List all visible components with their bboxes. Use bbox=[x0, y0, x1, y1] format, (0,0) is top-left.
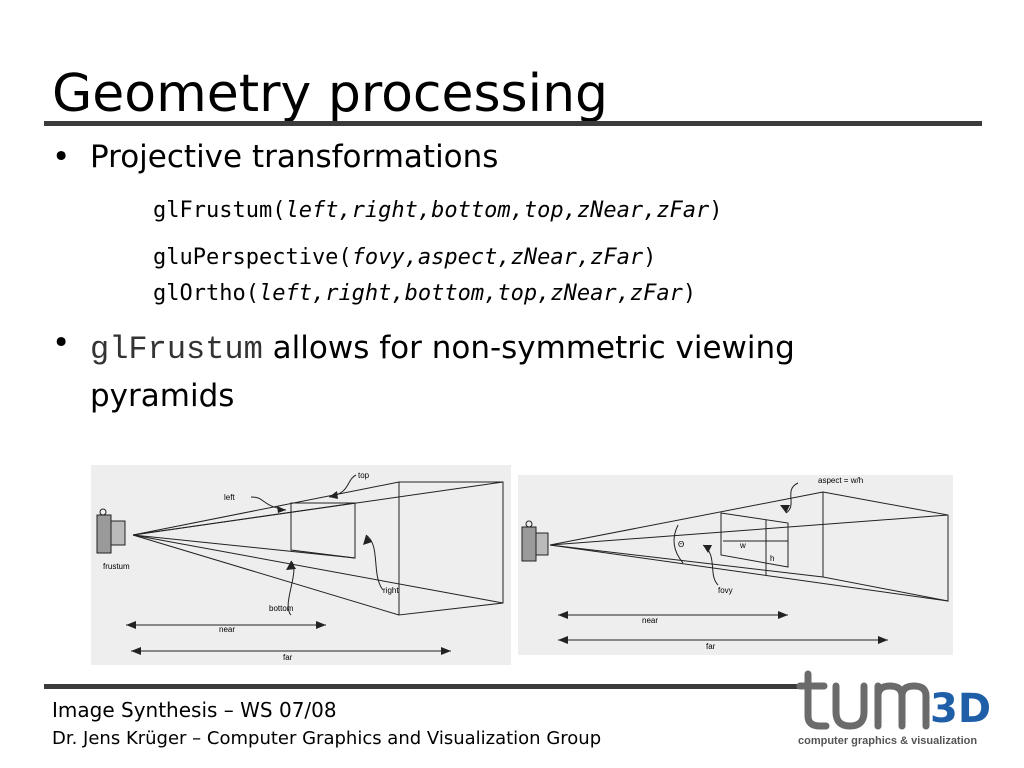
perspective-diagram: aspect = w/h Θ w h fovy near far bbox=[518, 475, 953, 655]
footer-divider bbox=[44, 684, 804, 689]
bullet-text: glFrustum allows for non-symmetric viewi… bbox=[90, 330, 795, 414]
label-near: near bbox=[642, 616, 658, 625]
footer-course: Image Synthesis – WS 07/08 bbox=[52, 698, 337, 722]
code-line-glfrustum: glFrustum(left,right,bottom,top,zNear,zF… bbox=[153, 198, 723, 223]
camera-icon bbox=[521, 520, 549, 562]
camera-icon bbox=[96, 508, 126, 554]
svg-text:3D: 3D bbox=[930, 686, 991, 732]
label-bottom: bottom bbox=[269, 604, 294, 613]
frustum-diagram: top left frustum bottom right near far bbox=[91, 465, 511, 665]
code-line-gluperspective: gluPerspective(fovy,aspect,zNear,zFar) bbox=[153, 245, 657, 270]
label-far: far bbox=[706, 642, 716, 651]
label-frustum: frustum bbox=[103, 562, 130, 571]
code-line-glortho: glOrtho(left,right,bottom,top,zNear,zFar… bbox=[153, 281, 697, 306]
label-top: top bbox=[358, 471, 370, 480]
bullet-dot-icon: • bbox=[52, 139, 71, 175]
label-left: left bbox=[224, 493, 235, 502]
title-divider bbox=[44, 121, 982, 126]
label-far: far bbox=[283, 653, 293, 662]
label-fovy: fovy bbox=[718, 586, 733, 595]
label-near: near bbox=[219, 625, 235, 634]
inline-code: glFrustum bbox=[90, 331, 263, 368]
footer-author: Dr. Jens Krüger – Computer Graphics and … bbox=[52, 728, 602, 749]
label-w: w bbox=[739, 541, 746, 550]
label-right: right bbox=[383, 586, 399, 595]
label-h: h bbox=[770, 554, 774, 563]
bullet-dot-icon: • bbox=[52, 325, 71, 361]
label-theta: Θ bbox=[678, 540, 684, 549]
bullet-text: Projective transformations bbox=[90, 139, 499, 175]
slide-title: Geometry processing bbox=[52, 64, 609, 124]
tum3d-logo: 3D computer graphics & visualization bbox=[796, 664, 996, 754]
svg-text:computer graphics & visualizat: computer graphics & visualization bbox=[798, 735, 977, 747]
label-aspect: aspect = w/h bbox=[818, 476, 863, 485]
